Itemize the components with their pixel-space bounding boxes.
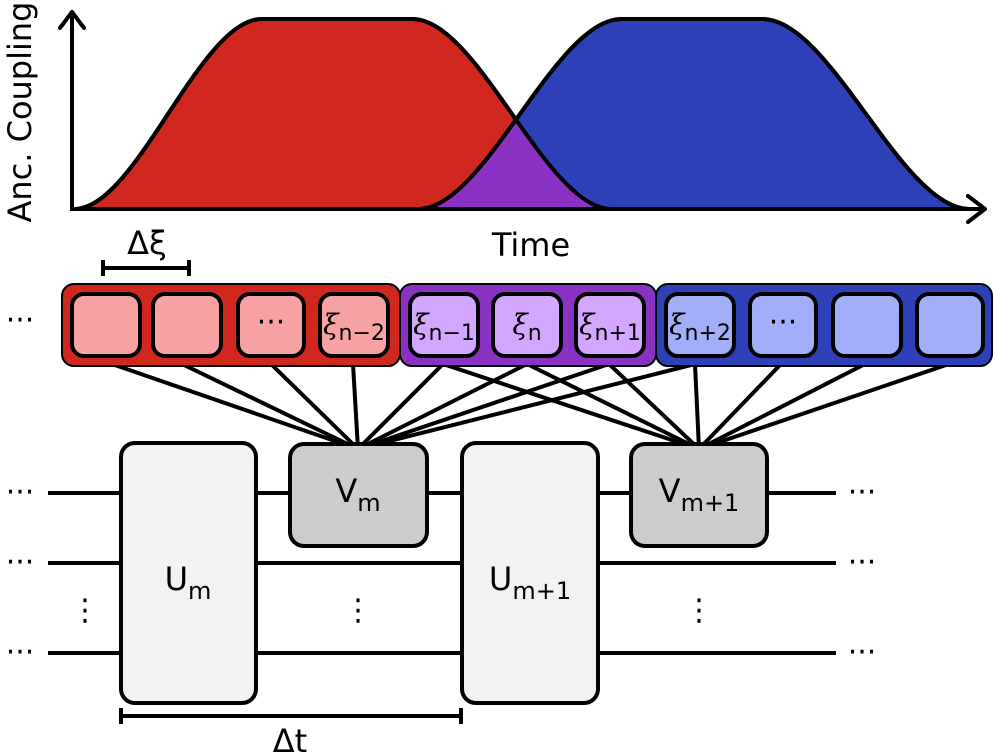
blue-pulse-outline	[416, 17, 972, 211]
connection-line	[442, 362, 700, 451]
connection-line	[111, 362, 359, 451]
connection-line	[357, 362, 696, 451]
v-m-gate	[288, 442, 429, 548]
wire-left-ellipsis: ···	[6, 475, 35, 510]
ancilla-cell-ellipsis	[748, 292, 818, 358]
v-m-plus-1-gate-label: Vm+1	[659, 472, 740, 517]
red-pulse-outline	[72, 17, 614, 211]
connection-line	[351, 363, 360, 450]
wire-vertical-ellipsis: ⋮	[343, 593, 373, 628]
connection-line	[357, 362, 528, 451]
v-m-gate-label: Vm	[335, 472, 380, 517]
connection-line	[698, 362, 866, 451]
ancilla-label-xi-n: ξn	[512, 308, 541, 346]
ancilla-cell-xi-n-plus-1	[574, 292, 646, 358]
connection-line	[269, 362, 360, 451]
wire-left-ellipsis: ···	[6, 635, 35, 670]
u-m-plus-1-gate	[460, 441, 600, 705]
delta-xi-label: Δξ	[127, 224, 167, 262]
ancilla-cell-xi-n	[491, 292, 563, 358]
coupling-plot: Anc. Coupling Time Δξ	[1, 2, 987, 276]
ancilla-chain: ··· ··· ξn−2 ξn−1 ξn ξn+1 ξn+2 ··	[6, 283, 993, 367]
ancilla-cell-xi-n-plus-2	[664, 292, 736, 358]
u-m-gate-label: Um	[165, 560, 212, 605]
ancilla-cell-xi-n-minus-1	[408, 292, 480, 358]
ancilla-label-xi-n-plus-1: ξn+1	[579, 308, 641, 346]
ancilla-cell	[151, 292, 223, 358]
connection-line	[181, 362, 359, 451]
wire-vertical-ellipsis: ⋮	[684, 593, 714, 628]
connection-line	[693, 363, 701, 450]
connection-line	[526, 362, 700, 451]
wire-right-ellipsis: ···	[848, 475, 877, 510]
chain-left-ellipsis: ···	[6, 303, 35, 338]
connection-line	[697, 362, 783, 451]
wire-vertical-ellipsis: ⋮	[70, 593, 100, 628]
ancilla-cell	[915, 292, 985, 358]
u-m-gate	[119, 441, 258, 705]
connection-line	[356, 362, 445, 451]
wire-left-ellipsis: ···	[6, 545, 35, 580]
y-axis-label: Anc. Coupling	[1, 2, 39, 223]
wire-right-ellipsis: ···	[848, 635, 877, 670]
ancilla-cell-xi-n-minus-2	[318, 292, 390, 358]
coupling-connections	[111, 362, 950, 451]
ancilla-ellipsis-label: ···	[257, 305, 286, 340]
circuit: ··· ··· ··· ··· ··· ··· ⋮ ⋮ ⋮ Um Um+1 Vm…	[6, 441, 877, 756]
x-axis-arrowhead	[966, 194, 987, 224]
ancilla-label-xi-n-minus-1: ξn−1	[413, 308, 475, 346]
v-m-plus-1-gate	[629, 442, 769, 548]
connection-line	[698, 362, 950, 451]
delta-t-label: Δt	[273, 722, 307, 756]
ancilla-cell	[831, 292, 903, 358]
ancilla-label-xi-n-minus-2: ξn−2	[323, 308, 385, 346]
ancilla-cell-ellipsis	[236, 292, 306, 358]
x-axis-label: Time	[491, 226, 570, 264]
connection-line	[357, 362, 610, 451]
ancilla-label-xi-n-plus-2: ξn+2	[669, 308, 731, 346]
connection-line	[607, 362, 701, 451]
ancilla-ellipsis-label: ···	[769, 305, 798, 340]
u-m-plus-1-gate-label: Um+1	[489, 560, 571, 605]
ancilla-cell	[70, 292, 142, 358]
blue-ancilla-group	[655, 283, 993, 367]
wire-right-ellipsis: ···	[848, 545, 877, 580]
y-axis-arrowhead	[58, 10, 86, 30]
